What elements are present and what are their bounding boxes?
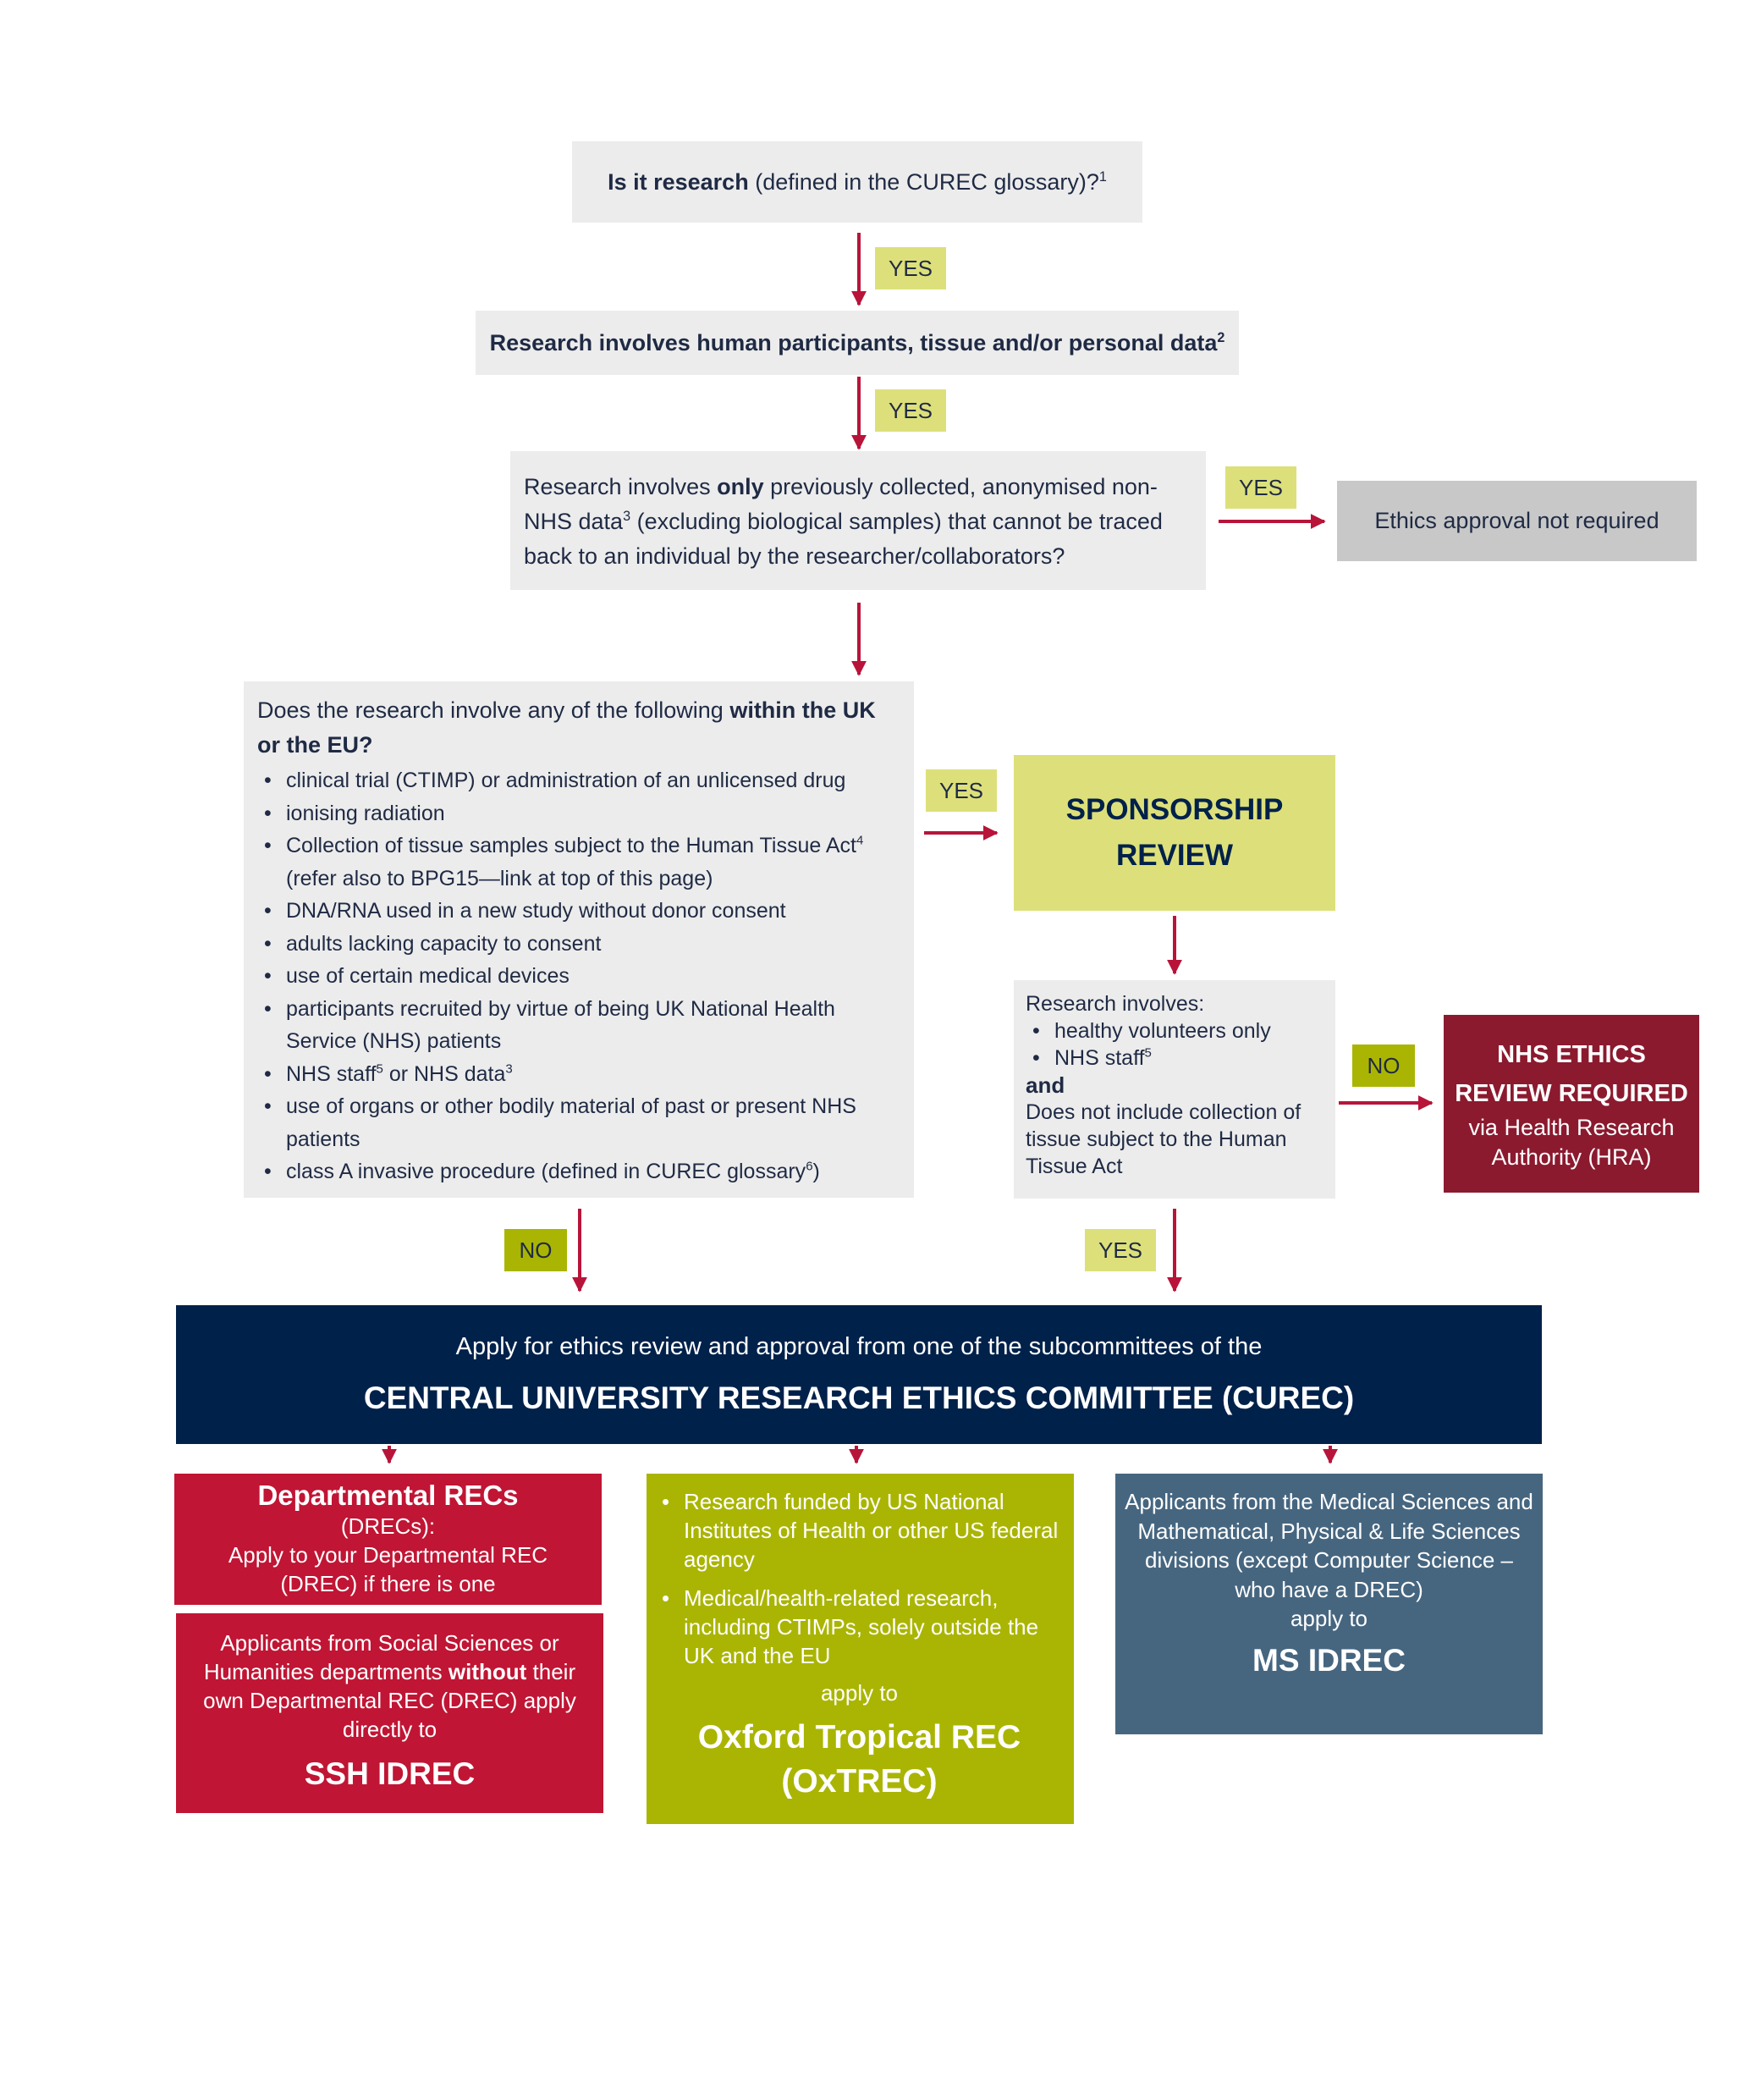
departmental-recs-box: Departmental RECs (DRECs): Apply to your…	[174, 1474, 602, 1605]
ssh-idrec-box: Applicants from Social Sciences or Human…	[176, 1613, 603, 1813]
criteria-list: clinical trial (CTIMP) or administration…	[257, 764, 900, 1188]
curec-banner: Apply for ethics review and approval fro…	[176, 1305, 1542, 1444]
yes-label-2: YES	[875, 389, 946, 432]
question-human-participants: Research involves human participants, ti…	[476, 311, 1239, 375]
yes-label-5: YES	[1085, 1229, 1156, 1271]
criteria-item: class A invasive procedure (defined in C…	[257, 1155, 900, 1188]
oxtrec-item: Medical/health-related research, includi…	[655, 1584, 1064, 1670]
criteria-item: participants recruited by virtue of bein…	[257, 993, 900, 1058]
nhs-ethics-review-box: NHS ETHICS REVIEW REQUIRED via Health Re…	[1444, 1015, 1699, 1193]
criteria-item: Collection of tissue samples subject to …	[257, 830, 900, 895]
criteria-item: adults lacking capacity to consent	[257, 928, 900, 961]
oxtrec-box: Research funded by US National Institute…	[647, 1474, 1074, 1824]
oxtrec-list: Research funded by US National Institute…	[655, 1487, 1064, 1670]
yes-label-3: YES	[1225, 466, 1296, 509]
volunteer-item: NHS staff5	[1026, 1044, 1324, 1072]
sponsorship-review-box: SPONSORSHIP REVIEW	[1014, 755, 1335, 911]
criteria-item: use of certain medical devices	[257, 960, 900, 993]
criteria-item: use of organs or other bodily material o…	[257, 1090, 900, 1155]
question-is-research: Is it research (defined in the CUREC glo…	[572, 141, 1142, 223]
question-anonymised-data: Research involves only previously collec…	[510, 451, 1206, 590]
question-healthy-volunteers: Research involves: healthy volunteers on…	[1014, 980, 1335, 1199]
criteria-item: DNA/RNA used in a new study without dono…	[257, 895, 900, 928]
criteria-item: NHS staff5 or NHS data3	[257, 1058, 900, 1091]
question-uk-eu-criteria: Does the research involve any of the fol…	[244, 681, 914, 1198]
ethics-not-required-box: Ethics approval not required	[1337, 481, 1697, 561]
criteria-item: ionising radiation	[257, 797, 900, 830]
yes-label-4: YES	[926, 769, 997, 812]
ssh-idrec-title: SSH IDREC	[304, 1756, 476, 1791]
volunteer-list: healthy volunteers only NHS staff5	[1026, 1017, 1324, 1072]
ms-idrec-box: Applicants from the Medical Sciences and…	[1115, 1474, 1543, 1734]
ms-idrec-title: MS IDREC	[1252, 1642, 1406, 1678]
criteria-item: clinical trial (CTIMP) or administration…	[257, 764, 900, 797]
oxtrec-item: Research funded by US National Institute…	[655, 1487, 1064, 1574]
oxtrec-title: Oxford Tropical REC (OxTREC)	[697, 1719, 1021, 1800]
yes-label-1: YES	[875, 247, 946, 289]
criteria-intro: Does the research involve any of the fol…	[257, 697, 876, 758]
no-label-1: NO	[1352, 1044, 1415, 1087]
volunteer-item: healthy volunteers only	[1026, 1017, 1324, 1044]
no-label-2: NO	[504, 1229, 567, 1271]
